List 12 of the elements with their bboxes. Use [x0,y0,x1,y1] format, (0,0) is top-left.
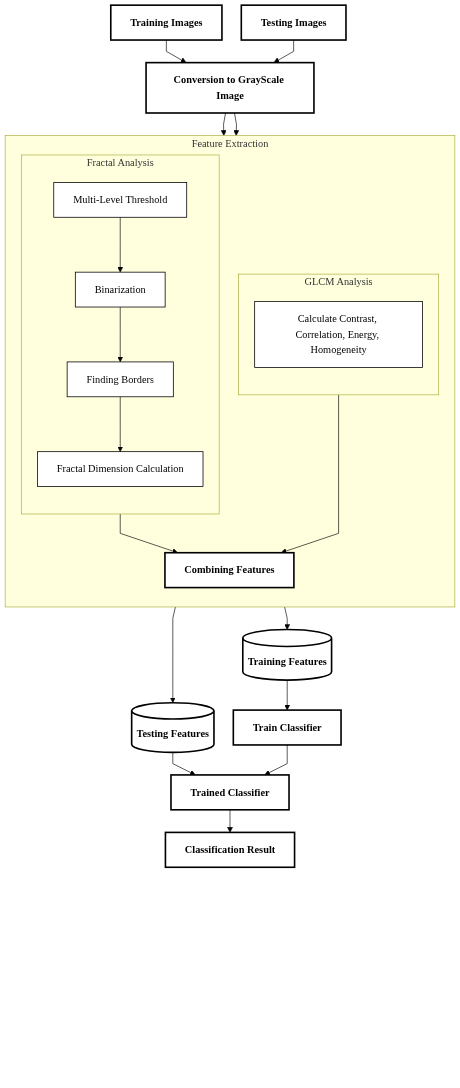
node-box: Binarization [74,271,166,308]
node-box: Fractal Dimension Calculation [37,451,204,487]
node-box: Testing Images [240,4,347,41]
node-box: Finding Borders [66,361,174,398]
node-box: Combining Features [164,551,295,589]
node-box: Classification Result [164,831,296,869]
node-box: Train Classifier [232,709,342,746]
node-box: Calculate Contrast, Correlation, Energy, Homogeneity [254,301,423,368]
node-box: Multi-Level Threshold [53,182,188,218]
node-box: Trained Classifier [170,774,290,811]
node-box: Conversion to GrayScale Image [145,61,315,114]
node-box: Training Images [109,4,223,41]
